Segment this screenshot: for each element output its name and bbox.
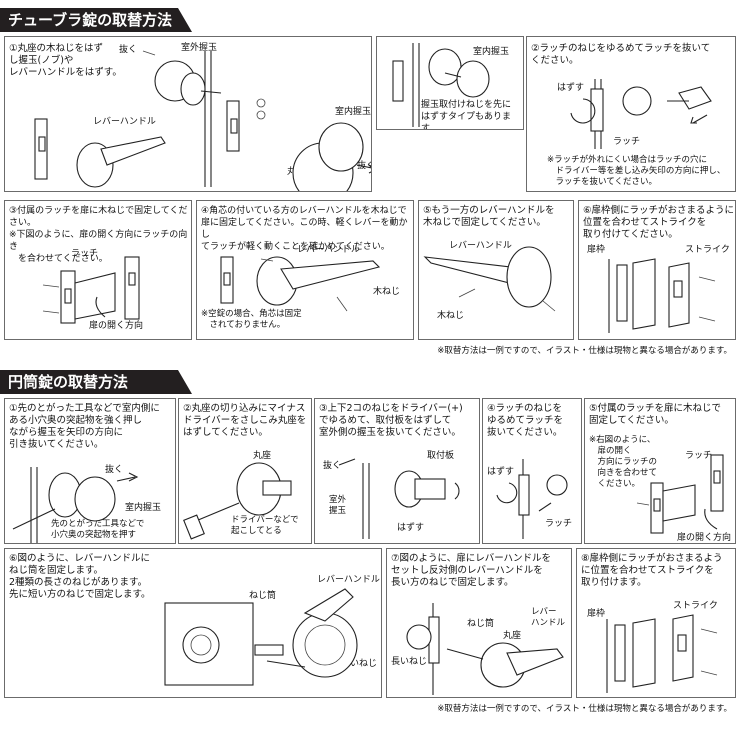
cylindrical-step5-illustration xyxy=(636,454,724,534)
tubular-step2-note: ※ラッチが外れにくい場合はラッチの穴に ドライバー等を差し込み矢印の方向に押し、… xyxy=(547,155,726,187)
tubular-step6-illustration xyxy=(608,258,716,333)
cylindrical-step1-knob-label: 室内握玉 xyxy=(125,503,162,513)
tubular-footnote: ※取替方法は一例ですので、イラスト・仕様は現物と異なる場合があります。 xyxy=(437,346,732,356)
cylindrical-step3-remove-label: はずす xyxy=(397,523,425,533)
cylindrical-step3-plate-label: 取付板 xyxy=(427,451,455,461)
cylindrical-step4-remove-label: はずす xyxy=(487,467,515,477)
tubular-section-title: チューブラ錠の取替方法 xyxy=(0,8,192,32)
tubular-step1b-text: 握玉取付けねじを先に はずすタイプもあります。 xyxy=(421,100,512,130)
tubular-step3-panel: ③付属のラッチを扉に木ねじで固定してください。 ※下図のように、扉の開く方向にラ… xyxy=(4,200,192,340)
cylindrical-step4-panel: ④ラッチのねじを ゆるめてラッチを 抜いてください。 はずす ラッチ xyxy=(482,398,582,544)
tubular-step1-outdoor-knob-label: 室外握玉 xyxy=(181,43,218,53)
cylindrical-step1-panel: ①先のとがった工具などで室内側に ある小穴奥の突起物を強く押し ながら握玉を矢印… xyxy=(4,398,176,544)
tubular-step6-panel: ⑥扉枠側にラッチがおさまるように 位置を合わせてストライクを 取り付けてください… xyxy=(578,200,736,340)
cylindrical-step1-illustration xyxy=(12,467,139,543)
cylindrical-step8-text: ⑧扉枠側にラッチがおさまるよう に位置を合わせてストライクを 取り付けます。 xyxy=(581,553,723,588)
cylindrical-step5-text: ⑤付属のラッチを扉に木ねじで 固定してください。 xyxy=(589,403,722,426)
tubular-step5-panel: ⑤もう一方のレバーハンドルを 木ねじで固定してください。 レバーハンドル 木ねじ xyxy=(418,200,574,340)
cylindrical-step4-illustration xyxy=(496,459,568,539)
tubular-step1-illustration xyxy=(34,50,371,191)
cylindrical-step1-pull-label: 抜く xyxy=(105,465,124,475)
tubular-step1-lever-label: レバーハンドル xyxy=(93,117,156,127)
cylindrical-step8-illustration xyxy=(606,614,718,693)
cylindrical-step4-text: ④ラッチのねじを ゆるめてラッチを 抜いてください。 xyxy=(487,403,564,438)
tubular-step1-panel: ①丸座の木ねじをはず し握玉(ノブ)や レバーハンドルをはずす。 抜く 室外握玉… xyxy=(4,36,372,192)
cylindrical-step6-tube-label: ねじ筒 xyxy=(249,591,277,601)
tubular-step4-illustration xyxy=(220,256,381,312)
tubular-step1-pull-label: 抜く xyxy=(119,45,138,55)
cylindrical-step3-panel: ③上下2コのねじをドライバー(+) でゆるめて、取付板をはずして 室外側の握玉を… xyxy=(314,398,480,544)
tubular-step1-text: ①丸座の木ねじをはず し握玉(ノブ)や レバーハンドルをはずす。 xyxy=(9,43,122,78)
tubular-step3-illustration xyxy=(42,256,140,324)
cylindrical-step8-panel: ⑧扉枠側にラッチがおさまるよう に位置を合わせてストライクを 取り付けます。 扉… xyxy=(576,548,736,698)
cylindrical-step3-illustration xyxy=(338,458,460,539)
cylindrical-step7-tube-label: ねじ筒 xyxy=(467,619,495,629)
cylindrical-step1-tool-label: 先のとがった工具などで 小穴奥の突起物を押す xyxy=(51,519,145,540)
cylindrical-step2-tip-label: ドライバーなどで 起こしてとる xyxy=(231,515,299,536)
tubular-step4-note: ※空錠の場合、角芯は固定 されておりません。 xyxy=(201,309,302,330)
cylindrical-step1-text: ①先のとがった工具などで室内側に ある小穴奥の突起物を強く押し ながら握玉を矢印… xyxy=(9,403,160,450)
cylindrical-step2-panel: ②丸座の切り込みにマイナス ドライバーをさしこみ丸座を はずしてください。 丸座… xyxy=(178,398,312,544)
cylindrical-step8-strike-label: ストライク xyxy=(673,601,718,611)
tubular-step4-text: ④角芯の付いている方のレバーハンドルを木ねじで 扉に固定してください。この時、軽… xyxy=(201,206,408,252)
cylindrical-step6-lever-label: レバーハンドル xyxy=(317,575,380,585)
cylindrical-step3-outdoor-label: 室外 握玉 xyxy=(329,495,347,516)
tubular-step5-lever-label: レバーハンドル xyxy=(449,241,512,251)
cylindrical-step6-illustration xyxy=(164,588,358,686)
cylindrical-step7-panel: ⑦図のように、扉にレバーハンドルを セットし反対側のレバーハンドルを 長い方のね… xyxy=(386,548,572,698)
cylindrical-step2-rose-label: 丸座 xyxy=(253,451,272,461)
tubular-step5-illustration xyxy=(423,246,556,312)
tubular-step1b-knob-label: 室内握玉 xyxy=(473,47,510,57)
tubular-step6-frame-label: 扉枠 xyxy=(587,245,606,255)
cylindrical-step5-latch-label: ラッチ xyxy=(685,451,713,461)
cylindrical-step3-pull-label: 抜く xyxy=(323,461,342,471)
cylindrical-step5-note: ※右図のように、 扉の開く 方向にラッチの 向きを合わせて ください。 xyxy=(589,435,658,489)
cylindrical-step5-panel: ⑤付属のラッチを扉に木ねじで 固定してください。 ※右図のように、 扉の開く 方… xyxy=(584,398,736,544)
cylindrical-step7-rose-label: 丸座 xyxy=(503,631,522,641)
cylindrical-step6-panel: ⑥図のように、レバーハンドルに ねじ筒を固定します。 2種類の長さのねじがありま… xyxy=(4,548,382,698)
cylindrical-step4-latch-label: ラッチ xyxy=(545,519,573,529)
tubular-step3-text: ③付属のラッチを扉に木ねじで固定してください。 ※下図のように、扉の開く方向にラ… xyxy=(9,206,188,264)
cylindrical-step8-frame-label: 扉枠 xyxy=(587,609,606,619)
tubular-step2-illustration xyxy=(570,79,712,149)
tubular-step5-text: ⑤もう一方のレバーハンドルを 木ねじで固定してください。 xyxy=(423,205,555,228)
tubular-step5-screw-label: 木ねじ xyxy=(437,311,465,321)
tubular-step4-lever-label: レバーハンドル xyxy=(297,245,360,255)
tubular-step2-text: ②ラッチのねじをゆるめてラッチを抜いて ください。 xyxy=(531,43,711,66)
tubular-step2-remove-label: はずす xyxy=(557,83,585,93)
cylindrical-step7-long-label: 長いねじ xyxy=(391,657,428,667)
cylindrical-step7-lever-label: レバー ハンドル xyxy=(531,607,566,628)
cylindrical-step6-short-label: 短いねじ xyxy=(341,659,378,669)
cylindrical-section-title: 円筒錠の取替方法 xyxy=(0,370,192,394)
cylindrical-step6-text: ⑥図のように、レバーハンドルに ねじ筒を固定します。 2種類の長さのねじがありま… xyxy=(9,553,151,600)
tubular-step4-panel: ④角芯の付いている方のレバーハンドルを木ねじで 扉に固定してください。この時、軽… xyxy=(196,200,414,340)
tubular-step1b-panel: 室内握玉 握玉取付けねじを先に はずすタイプもあります。 xyxy=(376,36,524,130)
tubular-step2-panel: ②ラッチのねじをゆるめてラッチを抜いて ください。 はずす ラッチ ※ラッチが外… xyxy=(526,36,736,192)
cylindrical-step7-illustration xyxy=(406,603,564,695)
cylindrical-footnote: ※取替方法は一例ですので、イラスト・仕様は現物と異なる場合があります。 xyxy=(437,704,732,714)
tubular-step1-indoor-knob-label: 室内握玉 xyxy=(335,107,372,117)
cylindrical-step5-door-dir-label: 扉の開く方向 xyxy=(677,533,732,543)
tubular-step1b-illustration xyxy=(392,43,490,127)
tubular-step6-text: ⑥扉枠側にラッチがおさまるように 位置を合わせてストライクを 取り付けてください… xyxy=(583,205,735,240)
tubular-step3-latch-label: ラッチ xyxy=(71,249,99,259)
tubular-step3-door-dir-label: 扉の開く方向 xyxy=(89,321,144,331)
tubular-step2-latch-label: ラッチ xyxy=(613,137,641,147)
cylindrical-step2-text: ②丸座の切り込みにマイナス ドライバーをさしこみ丸座を はずしてください。 xyxy=(183,403,307,438)
cylindrical-step3-text: ③上下2コのねじをドライバー(+) でゆるめて、取付板をはずして 室外側の握玉を… xyxy=(319,403,463,438)
cylindrical-step7-text: ⑦図のように、扉にレバーハンドルを セットし反対側のレバーハンドルを 長い方のね… xyxy=(391,553,552,588)
tubular-step4-screw-label: 木ねじ xyxy=(373,287,401,297)
cylindrical-step2-illustration xyxy=(183,462,292,540)
tubular-step6-strike-label: ストライク xyxy=(685,245,730,255)
